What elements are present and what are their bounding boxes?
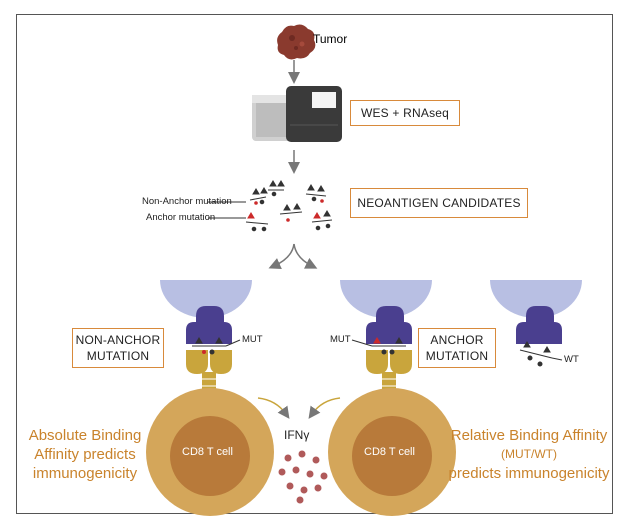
relative-binding-text: Relative Binding Affinity (MUT/WT) predi… — [446, 426, 612, 483]
neoantigen-peptides — [208, 180, 333, 232]
sequencing-box: WES + RNAseq — [350, 100, 460, 126]
peptide-center — [351, 337, 406, 355]
ifng-arrow-right — [308, 397, 341, 419]
branch-arrow-left — [268, 243, 295, 270]
apc-cell-right — [490, 280, 582, 318]
ifng-arrow-left — [257, 397, 290, 419]
anchor-box-line2: MUTATION — [425, 349, 489, 363]
non-anchor-mutation-label: Non-Anchor mutation — [142, 196, 232, 207]
anchor-mutation-box: ANCHOR MUTATION — [418, 328, 496, 368]
non-anchor-mutation-box: NON-ANCHOR MUTATION — [72, 328, 164, 368]
absolute-line3: immunogenicity — [32, 465, 138, 482]
non-anchor-box-line2: MUTATION — [86, 349, 150, 363]
diagram-frame — [16, 14, 613, 514]
absolute-line1: Absolute Binding — [28, 427, 142, 444]
absolute-line2: Affinity predicts — [34, 446, 136, 463]
apc-cell-center — [340, 280, 432, 318]
mut-label-right: MUT — [330, 334, 351, 345]
branch-arrow-right — [293, 243, 318, 269]
neoantigen-candidates-box: NEOANTIGEN CANDIDATES — [350, 188, 528, 218]
relative-line3: predicts immunogenicity — [448, 465, 610, 482]
t-cell-left-inner — [170, 416, 250, 496]
peptide-left — [192, 337, 241, 355]
tumor-label: Tumor — [313, 32, 348, 46]
tcr-left-icon — [186, 350, 232, 394]
tumor-icon — [277, 24, 316, 60]
t-cell-right-inner — [352, 416, 432, 496]
ifng-label: IFNγ — [284, 428, 310, 442]
mhc-left-icon — [186, 306, 232, 344]
apc-cell-left — [160, 280, 252, 318]
mut-label-left: MUT — [242, 334, 263, 345]
non-anchor-box-line1: NON-ANCHOR — [75, 333, 161, 347]
wt-label: WT — [564, 354, 579, 365]
absolute-binding-text: Absolute Binding Affinity predicts immun… — [22, 426, 148, 483]
ifng-cytokines — [278, 450, 328, 504]
t-cell-left-label: CD8 T cell — [182, 446, 233, 458]
tcr-center-icon — [366, 350, 412, 394]
relative-line2: (MUT/WT) — [501, 447, 557, 461]
relative-line1: Relative Binding Affinity — [450, 427, 608, 444]
anchor-mutation-label: Anchor mutation — [146, 212, 216, 223]
mhc-right-icon — [516, 306, 562, 344]
anchor-box-line1: ANCHOR — [430, 333, 484, 347]
peptide-wt — [519, 341, 563, 367]
sequencer-icon — [252, 86, 342, 142]
t-cell-right-label: CD8 T cell — [364, 446, 415, 458]
